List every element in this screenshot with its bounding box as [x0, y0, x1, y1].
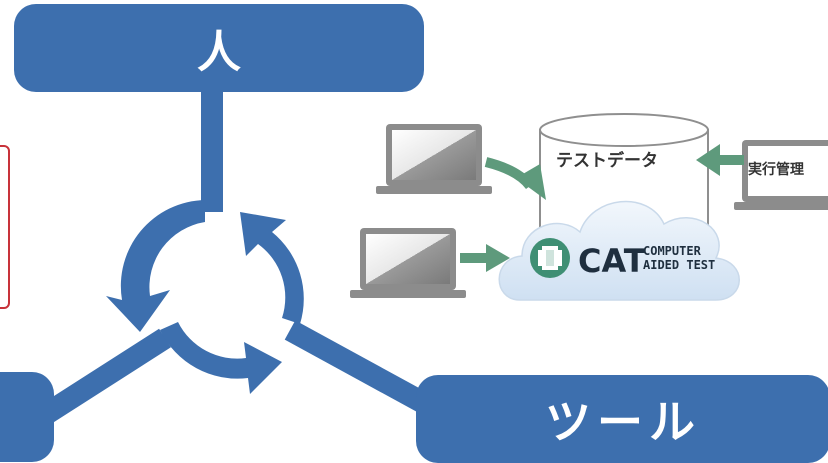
- node-left-partial: [0, 372, 54, 462]
- cat-logo-line2: AIDED TEST: [643, 258, 716, 272]
- connector-left: [34, 328, 171, 428]
- laptop-icon-top-left: [376, 124, 492, 194]
- cycle-arrow-right: [240, 212, 304, 324]
- laptop-icon-bottom-left: [350, 228, 466, 298]
- connector-tool: [284, 320, 446, 422]
- cycle-arrow-left: [106, 200, 205, 332]
- cat-plus-icon: [530, 238, 570, 278]
- node-person: 人: [14, 4, 424, 92]
- partial-red-frame: [0, 145, 10, 309]
- arrowhead-right: [696, 144, 720, 176]
- cat-logo-word: CAT: [578, 242, 646, 280]
- node-person-label: 人: [197, 27, 241, 78]
- laptop-icon-right: [734, 140, 828, 210]
- test-data-label: テストデータ: [556, 151, 658, 171]
- node-tool: ツール: [416, 375, 828, 463]
- connector-lines: [34, 88, 446, 428]
- cycle-arrows: [106, 200, 304, 394]
- execution-management-label: 実行管理: [748, 162, 804, 178]
- node-tool-label: ツール: [545, 395, 701, 449]
- arrowhead-top-left: [516, 164, 546, 200]
- arrowhead-bottom-left: [486, 244, 510, 272]
- cat-logo-line1: COMPUTER: [643, 244, 701, 258]
- cycle-arrow-bottom: [160, 322, 282, 394]
